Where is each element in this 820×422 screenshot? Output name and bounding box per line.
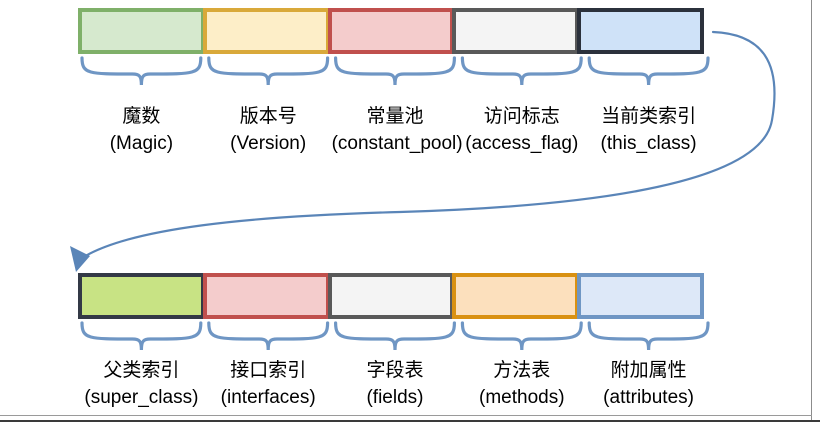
label-this-class: 当前类索引 (this_class) <box>585 103 712 157</box>
brace <box>207 56 330 86</box>
label-interfaces: 接口索引 (interfaces) <box>205 357 332 411</box>
segment-this-class <box>577 8 704 54</box>
label-version: 版本号 (Version) <box>205 103 332 157</box>
brace <box>334 56 456 86</box>
label-fields-en: (fields) <box>366 387 424 408</box>
label-interfaces-en: (interfaces) <box>220 387 316 408</box>
label-attributes: 附加属性 (attributes) <box>585 357 712 411</box>
label-super-class: 父类索引 (super_class) <box>78 357 205 411</box>
segment-fields <box>327 273 455 319</box>
brace <box>80 321 203 351</box>
frame-right-border <box>811 0 812 422</box>
label-magic: 魔数 (Magic) <box>78 103 205 157</box>
label-super-class-cn: 父类索引 <box>103 360 180 381</box>
frame-bottom-divider <box>0 415 812 416</box>
class-file-header-labels: 魔数 (Magic) 版本号 (Version) 常量池 (constant_p… <box>78 103 712 157</box>
segment-methods <box>452 273 580 319</box>
brace <box>334 321 456 351</box>
frame-bottom-border <box>0 420 820 422</box>
label-version-en: (Version) <box>230 133 307 154</box>
label-magic-cn: 魔数 <box>122 106 161 127</box>
label-this-class-cn: 当前类索引 <box>601 106 697 127</box>
label-methods-en: (methods) <box>479 387 565 408</box>
label-methods-cn: 方法表 <box>493 360 551 381</box>
class-file-body-row <box>78 273 704 319</box>
label-interfaces-cn: 接口索引 <box>230 360 307 381</box>
brace-group-bottom <box>80 321 710 351</box>
brace-group-top <box>80 56 710 86</box>
brace <box>587 56 710 86</box>
segment-attributes <box>577 273 704 319</box>
segment-constant-pool <box>327 8 455 54</box>
brace <box>587 321 710 351</box>
label-methods: 方法表 (methods) <box>458 357 585 411</box>
label-access-flag: 访问标志 (access_flag) <box>458 103 585 157</box>
brace <box>207 321 330 351</box>
label-fields-cn: 字段表 <box>366 360 424 381</box>
class-file-header-row <box>78 8 704 54</box>
label-this-class-en: (this_class) <box>600 133 697 154</box>
label-constant-pool-en: (constant_pool) <box>331 133 463 154</box>
label-attributes-en: (attributes) <box>603 387 694 408</box>
label-access-flag-en: (access_flag) <box>465 133 579 154</box>
class-file-body-labels: 父类索引 (super_class) 接口索引 (interfaces) 字段表… <box>78 357 712 411</box>
segment-version <box>202 8 330 54</box>
label-constant-pool: 常量池 (constant_pool) <box>331 103 463 157</box>
label-access-flag-cn: 访问标志 <box>483 106 560 127</box>
segment-magic <box>78 8 205 54</box>
segment-super-class <box>78 273 205 319</box>
brace <box>80 56 203 86</box>
label-version-cn: 版本号 <box>239 106 297 127</box>
label-magic-en: (Magic) <box>109 133 174 154</box>
label-constant-pool-cn: 常量池 <box>366 106 424 127</box>
label-super-class-en: (super_class) <box>84 387 199 408</box>
brace <box>460 321 583 351</box>
brace <box>460 56 583 86</box>
label-fields: 字段表 (fields) <box>332 357 459 411</box>
segment-interfaces <box>202 273 330 319</box>
segment-access-flag <box>452 8 580 54</box>
label-attributes-cn: 附加属性 <box>610 360 687 381</box>
